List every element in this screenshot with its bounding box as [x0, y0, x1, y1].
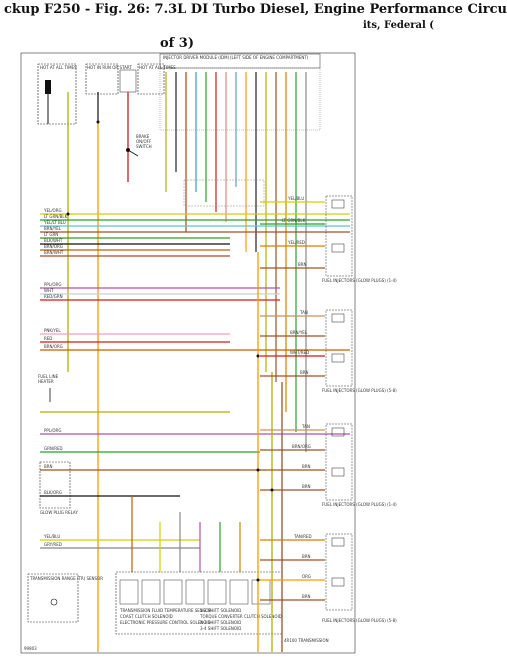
svg-text:SWITCH: SWITCH	[136, 144, 152, 149]
left-label: PPL/ORG	[44, 428, 61, 433]
left-label: RED	[44, 336, 52, 341]
wire-label: BRN	[302, 464, 311, 469]
wire-label: BRN	[302, 594, 311, 599]
left-label: YEL/BLU	[43, 534, 60, 539]
idm-vertical-wires	[165, 72, 307, 452]
wire-label: TAN	[299, 310, 308, 315]
wire-label: TAN	[301, 424, 310, 429]
left-label: GRY/RED	[44, 542, 62, 547]
injector-label: FUEL INJECTORS (GLOW PLUGS) (5-8)	[322, 618, 397, 623]
fuse-block-left: HOT AT ALL TIMES	[37, 63, 77, 125]
idm-sublabel: (LEFT SIDE OF ENGINE COMPARTMENT)	[230, 55, 309, 60]
wire-label: BRN	[300, 370, 309, 375]
left-power-wires	[67, 92, 129, 652]
wire-label: BRN	[302, 484, 311, 489]
transmission-box: TRANSMISSION FLUID TEMPERATURE SENSOR CO…	[115, 571, 329, 643]
wire-group-1	[40, 213, 350, 257]
range-sensor-label: TRANSMISSION RANGE (TR) SENSOR	[29, 576, 103, 581]
box-label: 1-2 SHIFT SOLENOID	[200, 608, 241, 613]
left-label: BRN/ORG	[44, 344, 63, 349]
injector-label: FUEL INJECTORS (GLOW PLUGS) (1-4)	[322, 278, 397, 283]
wire-label: BRN/YEL	[290, 330, 308, 335]
left-label: PNK/YEL	[44, 328, 61, 333]
top-label-3: HOT AT ALL TIMES	[139, 65, 176, 70]
glow-plug-relay: GLOW PLUG RELAY	[39, 461, 78, 515]
wire-group-3	[40, 333, 350, 351]
wire-label: TAN/RED	[293, 534, 312, 539]
left-labels-group-2: PPL/ORG WHT RED/GRN	[44, 282, 63, 299]
box-label: COAST CLUTCH SOLENOID	[120, 614, 173, 619]
injector-label: FUEL INJECTORS (GLOW PLUGS) (5-8)	[322, 388, 397, 393]
left-labels-group-3: PNK/YEL RED BRN/ORG	[44, 328, 63, 349]
box-label: TRANSMISSION FLUID TEMPERATURE SENSOR	[119, 608, 212, 613]
wire-label: YEL/BLU	[287, 196, 304, 201]
left-label: YEL/ORG	[43, 208, 62, 213]
left-label: BRN/WHT	[44, 250, 64, 255]
wire-label: BRN	[298, 262, 307, 267]
figure-id: 99803	[24, 646, 37, 651]
transmission-range-sensor: TRANSMISSION RANGE (TR) SENSOR	[27, 573, 103, 623]
svg-text:BRAKE: BRAKE	[136, 134, 150, 139]
left-label: LT GRN/BLK	[44, 214, 68, 219]
left-label: RED/GRN	[44, 294, 63, 299]
svg-text:ON/OFF: ON/OFF	[136, 139, 152, 144]
diagram-title: ckup F250 - Fig. 26: 7.3L DI Turbo Diese…	[0, 0, 507, 20]
splice-points	[66, 120, 274, 582]
left-label: BRN	[44, 464, 53, 469]
diagram-title-line1: ckup F250 - Fig. 26: 7.3L DI Turbo Diese…	[4, 2, 507, 17]
svg-text:FUEL LINE: FUEL LINE	[38, 374, 59, 379]
left-labels-group-1: YEL/ORG LT GRN/BLK YEL/LT BLU BRN/YEL LT…	[43, 208, 68, 255]
wire-label: LT GRN/BLK	[282, 218, 306, 223]
left-label: BRN/YEL	[44, 226, 62, 231]
injector-bank-4: TAN/RED BRN ORG BRN FUEL INJECTORS (GLOW…	[260, 533, 397, 623]
svg-text:GLOW PLUG RELAY: GLOW PLUG RELAY	[40, 510, 78, 515]
box-label: 3-4 SHIFT SOLENOID	[200, 626, 241, 631]
top-label-1: HOT AT ALL TIMES	[40, 65, 77, 70]
wire-label: WHT/RED	[290, 350, 309, 355]
wire-label: BRN	[302, 554, 311, 559]
wire-connector-box	[183, 179, 265, 207]
left-label: LT GRN	[44, 232, 58, 237]
fuse-block-middle: HOT IN RUN OR START	[85, 63, 137, 95]
left-label: BRN/ORG	[44, 244, 63, 249]
transmission-vertical-wires	[131, 496, 241, 572]
left-label: BLK/WHT	[44, 238, 63, 243]
left-label: BLK/ORG	[44, 490, 62, 495]
right-bus-wires	[257, 252, 283, 652]
injector-bank-1: YEL/BLU LT GRN/BLK YEL/RED BRN FUEL INJE…	[260, 195, 397, 283]
top-label-2: HOT IN RUN OR START	[87, 65, 132, 70]
wire-label: ORG	[302, 574, 311, 579]
transmission-label: 4R100 TRANSMISSION	[284, 638, 329, 643]
wire-label: YEL/RED	[287, 240, 305, 245]
injector-bank-2: TAN BRN/YEL WHT/RED BRN FUEL INJECTORS (…	[260, 309, 397, 393]
left-labels-group-5: YEL/BLU GRY/RED	[43, 534, 62, 547]
left-label: WHT	[44, 288, 54, 293]
idm-label: INJECTOR DRIVER MODULE (IDM)	[163, 55, 230, 60]
wiring-diagram: HOT AT ALL TIMES HOT IN RUN OR START HOT…	[20, 52, 397, 654]
wire-group-2	[40, 287, 280, 301]
diagram-title-line2: of 3)	[160, 36, 194, 51]
wire-group-4	[40, 433, 350, 497]
injector-label: FUEL INJECTORS (GLOW PLUGS) (1-4)	[322, 502, 397, 507]
wire-group-5	[40, 539, 200, 549]
box-label: TORQUE CONVERTER CLUTCH SOLENOID	[199, 614, 282, 619]
left-label: PPL/ORG	[44, 282, 61, 287]
diagram-frame	[20, 52, 356, 654]
idm-connector: INJECTOR DRIVER MODULE (IDM) (LEFT SIDE …	[159, 53, 321, 131]
left-label: GRN/RED	[44, 446, 63, 451]
svg-text:HEATER: HEATER	[38, 379, 54, 384]
box-label: 2-3 SHIFT SOLENOID	[200, 620, 241, 625]
brake-switch: BRAKE ON/OFF SWITCH	[126, 134, 152, 157]
fuse-block-right: HOT AT ALL TIMES	[137, 63, 176, 95]
wire-label: BRN/ORG	[292, 444, 311, 449]
diagram-title-right: its, Federal (	[363, 20, 435, 31]
box-label: ELECTRONIC PRESSURE CONTROL SOLENOID	[120, 620, 211, 625]
left-label: YEL/LT BLU	[43, 220, 66, 225]
fuel-heater: FUEL LINE HEATER	[38, 374, 230, 413]
left-labels-group-4: PPL/ORG GRN/RED BRN BLK/ORG	[44, 428, 63, 495]
injector-bank-3: TAN BRN/ORG BRN BRN FUEL INJECTORS (GLOW…	[260, 423, 397, 507]
